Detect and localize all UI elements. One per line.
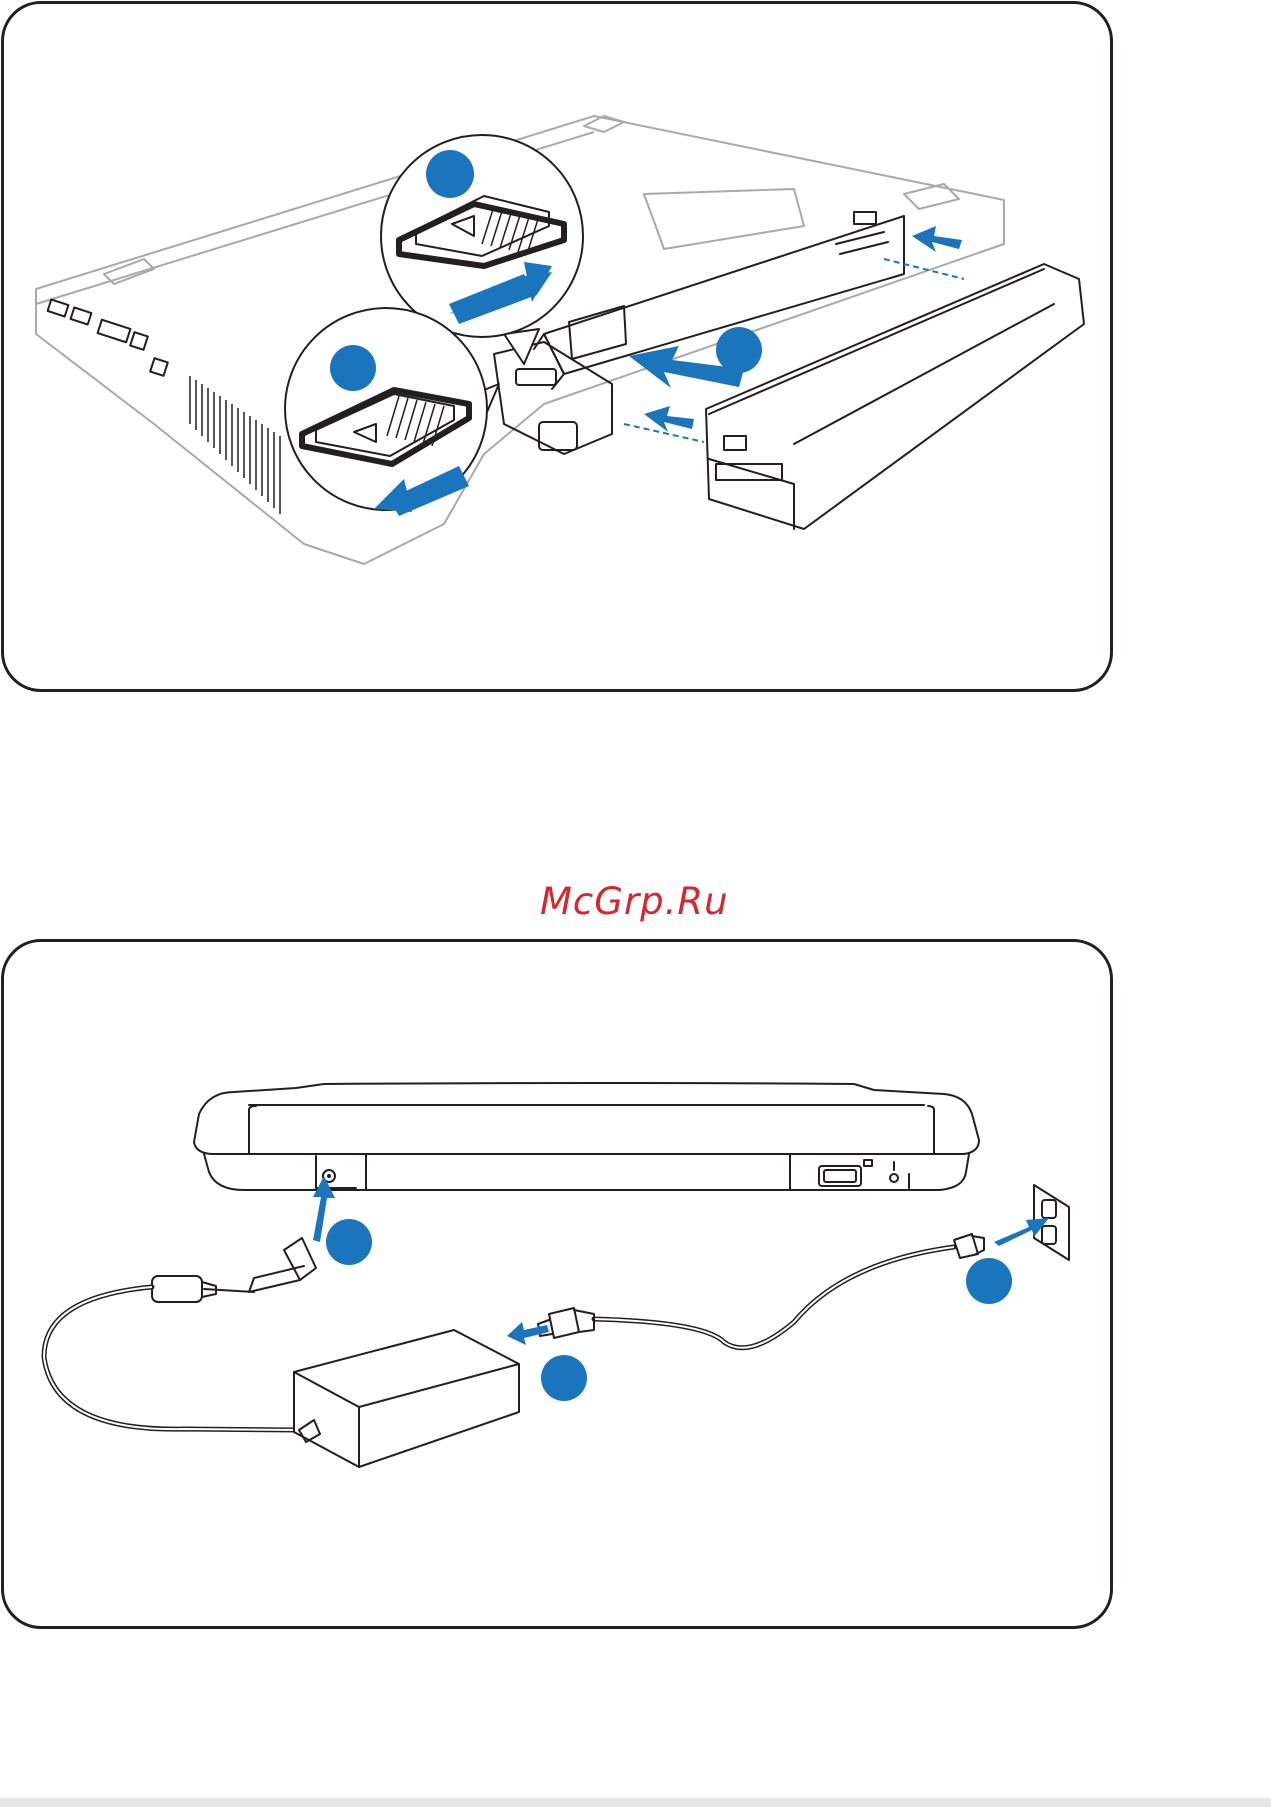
page-footer-bar <box>0 1798 1271 1807</box>
step-marker <box>426 150 474 198</box>
side-ports <box>48 300 168 376</box>
vent-grille <box>190 376 280 514</box>
step-marker <box>330 345 376 391</box>
arrow-ac-in <box>507 1322 549 1345</box>
ac-adapter <box>294 1330 519 1467</box>
watermark-text: McGrp.Ru <box>540 880 729 923</box>
latch-callout-release <box>285 308 499 516</box>
battery-install-illustration <box>4 4 1110 689</box>
step-marker <box>541 1355 587 1401</box>
arrow-insert-small <box>644 406 694 432</box>
cord-connector <box>538 1308 594 1338</box>
power-connect-figure <box>1 939 1113 1629</box>
step-marker <box>326 1219 372 1265</box>
step-marker <box>966 1258 1012 1304</box>
battery-pack <box>706 264 1084 529</box>
laptop-rear <box>194 1083 979 1190</box>
wall-plug <box>954 1234 984 1258</box>
power-connect-illustration <box>4 942 1110 1626</box>
connect-arrows <box>313 1176 1049 1345</box>
battery-install-figure <box>1 1 1113 692</box>
dc-plug <box>152 1238 316 1302</box>
step-marker <box>716 327 762 373</box>
arrow-insert-right <box>912 226 962 252</box>
